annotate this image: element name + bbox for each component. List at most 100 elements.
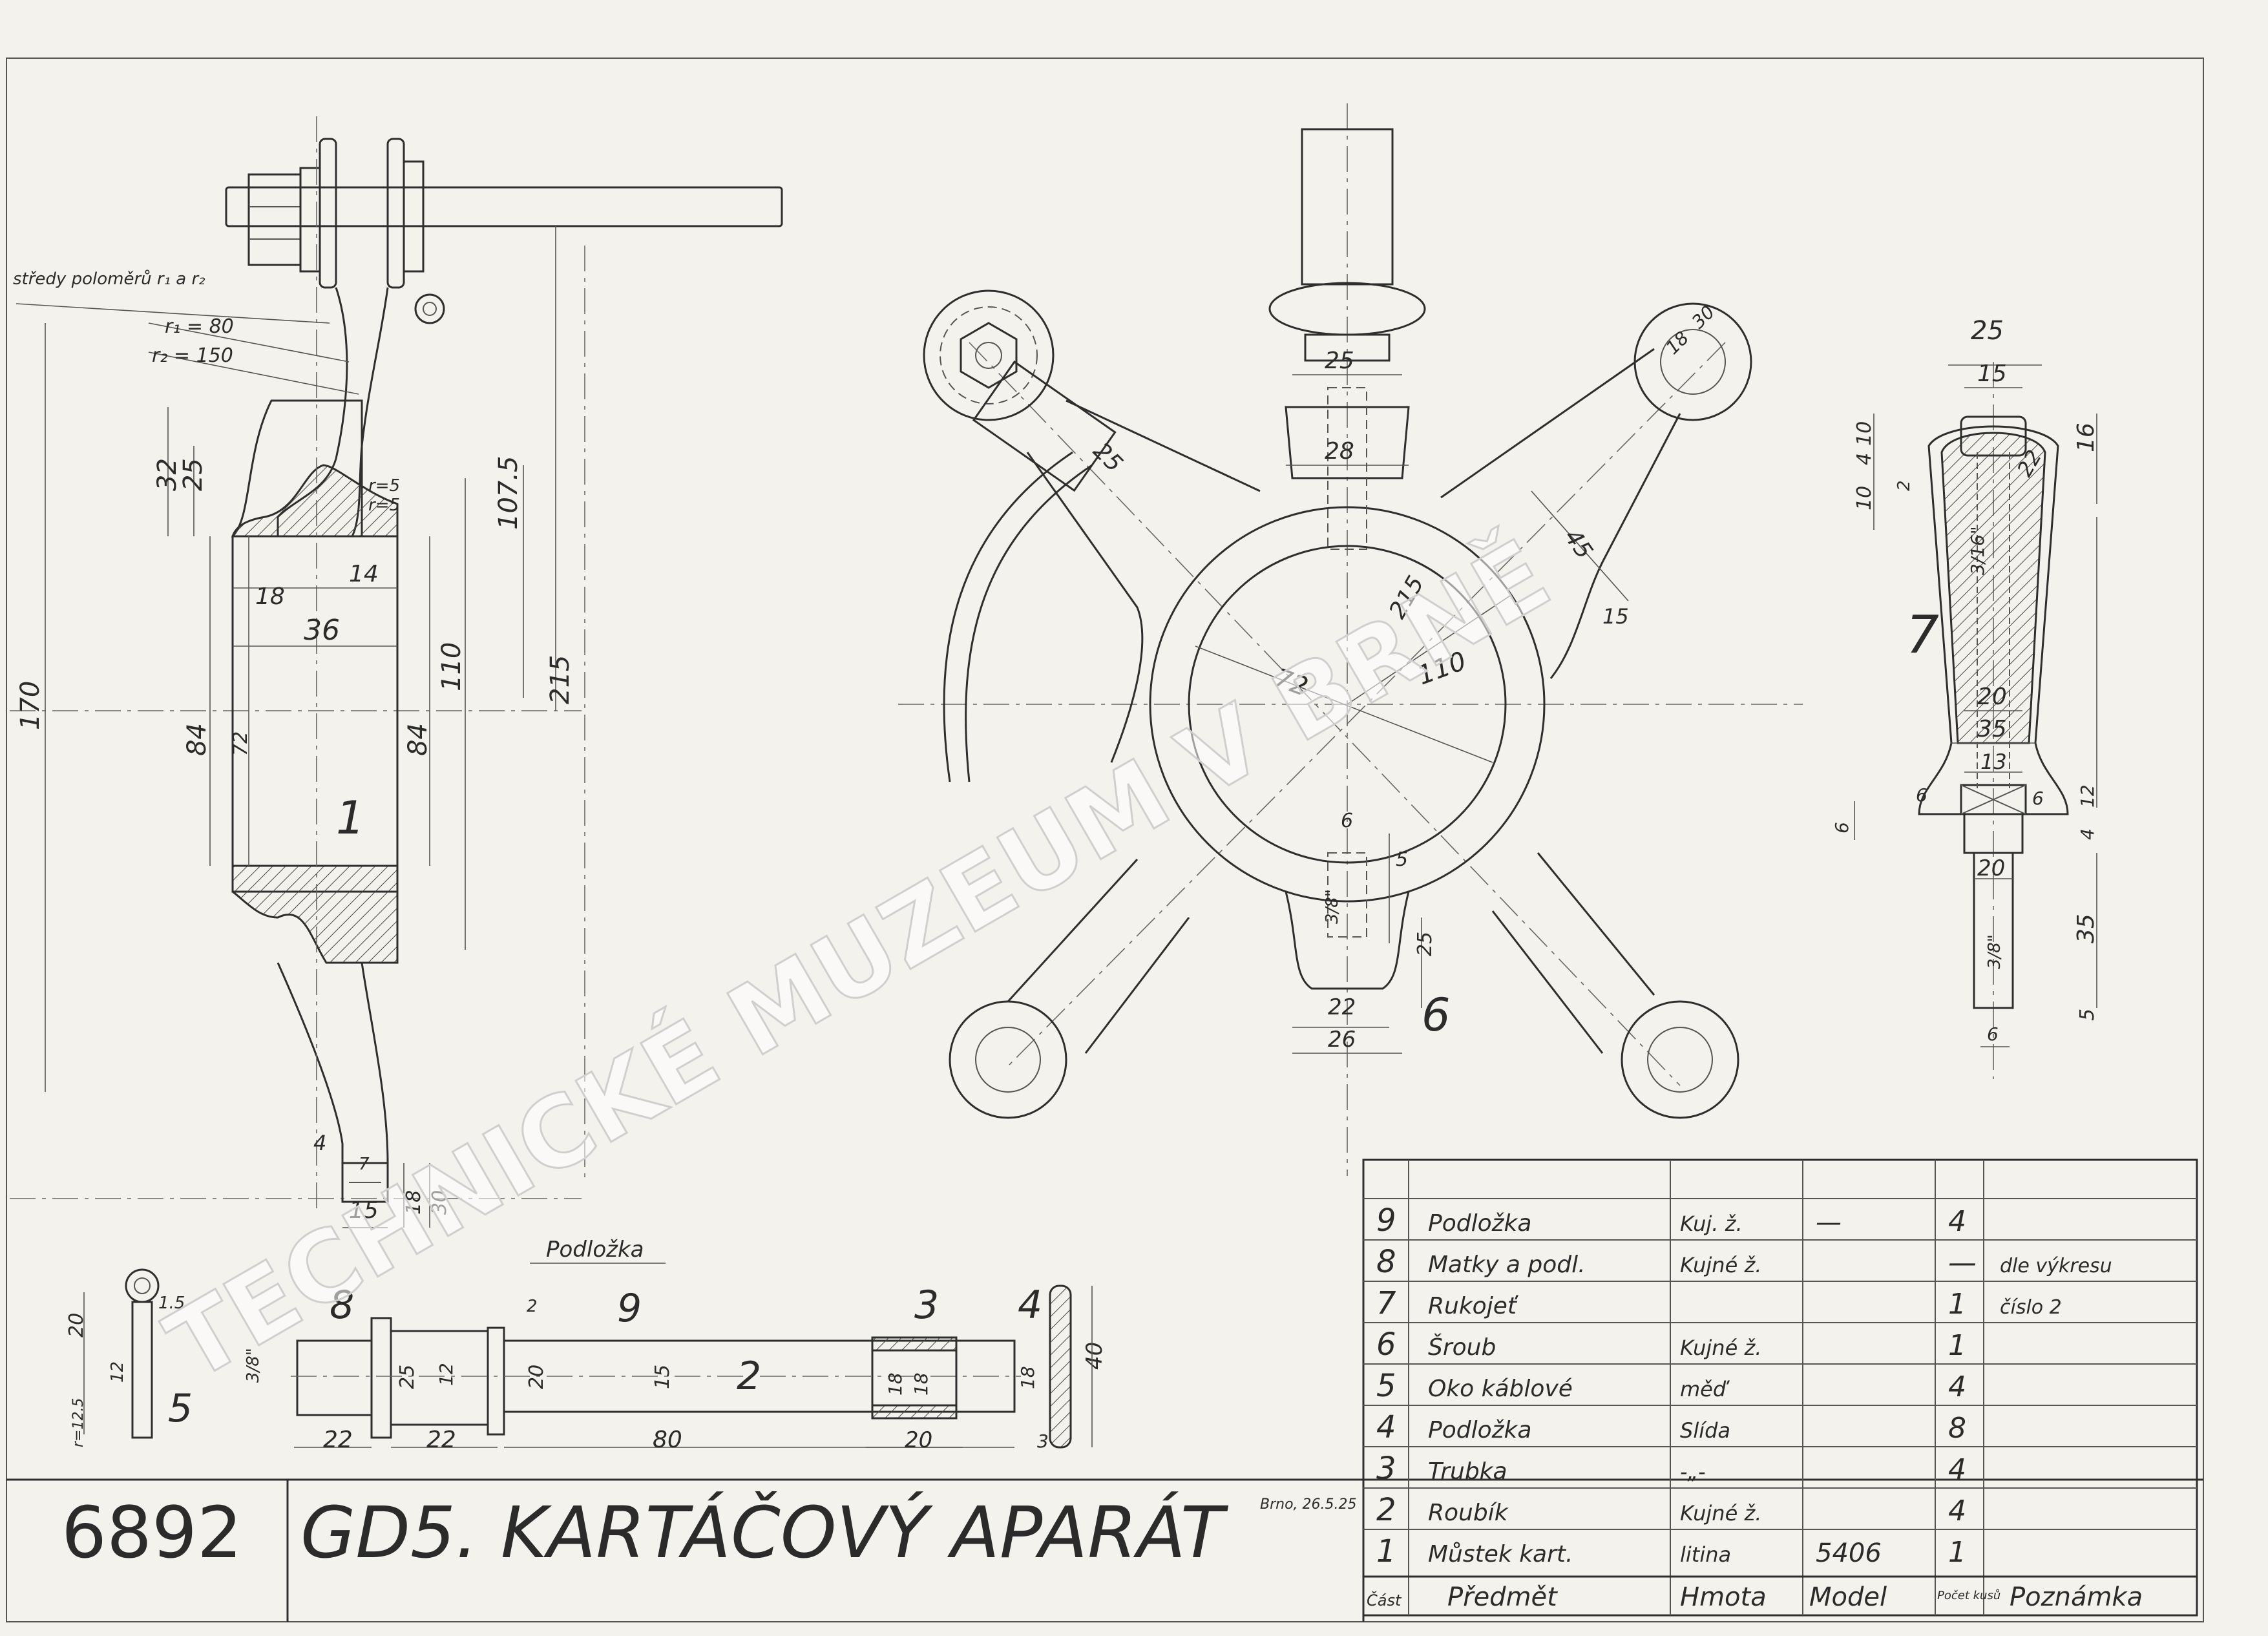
table-cell: 4 xyxy=(1948,1205,1966,1238)
dim-12b: 12 xyxy=(108,1361,127,1383)
table-cell: 1 xyxy=(1376,1533,1396,1569)
table-cell: 9 xyxy=(1376,1202,1396,1239)
dim-28: 28 xyxy=(1325,438,1354,465)
table-cell: Šroub xyxy=(1428,1334,1496,1361)
table-cell: 4 xyxy=(1948,1453,1966,1486)
signature: Brno, 26.5.25 xyxy=(1260,1496,1357,1513)
drawing-title: GD5. KARTÁČOVÝ APARÁT xyxy=(300,1491,1229,1574)
label-podlozka: Podložka xyxy=(546,1237,644,1263)
dim-15b: 15 xyxy=(1977,361,2007,387)
dim-5b: 5 xyxy=(2076,1009,2099,1021)
table-cell: Kuj. ž. xyxy=(1680,1211,1743,1236)
header-poznamka: Poznámka xyxy=(2010,1582,2143,1612)
table-cell: dle výkresu xyxy=(2000,1255,2112,1277)
note-r1: r₁ = 80 xyxy=(165,315,234,338)
dim-38b: 3/8" xyxy=(1985,934,2004,969)
dim-22c: 22 xyxy=(323,1427,353,1453)
dim-80: 80 xyxy=(653,1427,682,1453)
part-number-1: 1 xyxy=(336,792,365,844)
dim-18e: 18 xyxy=(1017,1366,1038,1389)
note-r2: r₂ = 150 xyxy=(152,344,233,367)
table-cell: 5 xyxy=(1376,1368,1396,1404)
dim-12: 12 xyxy=(2077,784,2098,808)
dim-4b: 4 xyxy=(2077,828,2098,840)
part-number-4: 4 xyxy=(1018,1283,1042,1328)
dim-10b: 10 xyxy=(1853,486,1876,510)
note-r5a: r=5 xyxy=(368,476,400,496)
side-view-bracket: středy poloměrů r₁ a r₂ r₁ = 80 r₂ = 150… xyxy=(10,116,783,1228)
dim-6d-bottom: 6 xyxy=(1987,1023,1999,1045)
table-cell: 2 xyxy=(1376,1492,1396,1528)
dim-18d: 18 xyxy=(885,1372,906,1396)
dim-110a: 110 xyxy=(437,642,467,691)
dim-38a: 3/8" xyxy=(1323,889,1342,924)
dim-10a: 10 xyxy=(1853,421,1876,446)
dim-107: 107.5 xyxy=(494,456,523,530)
table-cell: Roubík xyxy=(1428,1500,1509,1526)
dim-30a: 30 xyxy=(428,1190,451,1215)
dim-7: 7 xyxy=(359,1155,370,1174)
dim-32: 32 xyxy=(152,458,182,491)
dim-20c: 20 xyxy=(65,1313,88,1337)
table-cell: 3 xyxy=(1376,1451,1396,1487)
table-cell: Kujné ž. xyxy=(1680,1253,1761,1277)
table-cell: měď xyxy=(1680,1377,1730,1401)
part-number-8: 8 xyxy=(330,1283,354,1328)
dim-84a: 84 xyxy=(182,723,212,756)
table-cell: Trubka xyxy=(1428,1458,1507,1485)
header-cast: Část xyxy=(1367,1590,1402,1610)
dim-25d: 25 xyxy=(1414,932,1436,956)
table-cell: Oko káblové xyxy=(1428,1376,1573,1402)
table-cell: 8 xyxy=(1376,1244,1396,1280)
dim-18e-tube: 18 xyxy=(910,1372,932,1396)
note-centers: středy poloměrů r₁ a r₂ xyxy=(13,269,205,289)
dim-18b: 18 xyxy=(403,1190,425,1215)
dim-6c: 6 xyxy=(2032,788,2044,809)
dim-25f: 25 xyxy=(396,1365,419,1389)
dim-15deg: 15 xyxy=(1602,604,1629,629)
dim-72: 72 xyxy=(229,731,252,756)
dim-3: 3 xyxy=(1037,1431,1049,1452)
table-cell: 1 xyxy=(1948,1536,1966,1569)
title-block: 6892 GD5. KARTÁČOVÝ APARÁT Brno, 26.5.25 xyxy=(61,1491,1357,1574)
table-cell: Slída xyxy=(1680,1418,1730,1443)
dim-16: 16 xyxy=(2073,423,2099,452)
dim-35a: 35 xyxy=(1977,716,2007,742)
note-r12: r=12.5 xyxy=(70,1398,87,1447)
table-cell: 1 xyxy=(1948,1288,1966,1321)
dim-18a: 18 xyxy=(255,583,285,610)
part-number-9: 9 xyxy=(617,1286,642,1331)
table-cell: 7 xyxy=(1376,1285,1396,1321)
dim-6a: 6 xyxy=(1341,810,1353,832)
table-cell: Rukojeť xyxy=(1428,1293,1519,1319)
dim-6d: 6 xyxy=(1831,822,1853,834)
note-r5b: r=5 xyxy=(368,496,400,515)
dim-170: 170 xyxy=(16,681,45,730)
dim-22a: 22 xyxy=(1328,994,1356,1020)
table-cell: 1 xyxy=(1948,1329,1966,1362)
table-cell: Kujné ž. xyxy=(1680,1336,1761,1360)
dim-4a: 4 xyxy=(1853,453,1876,465)
dim-40: 40 xyxy=(1082,1342,1108,1370)
dim-20a: 20 xyxy=(1977,684,2007,710)
table-cell: 8 xyxy=(1948,1412,1966,1445)
dim-20e: 20 xyxy=(905,1427,932,1453)
dim-6b: 6 xyxy=(1916,784,1927,806)
header-model: Model xyxy=(1809,1582,1887,1612)
part-number-3: 3 xyxy=(914,1283,939,1328)
dim-316: 3/16" xyxy=(1967,526,1988,575)
table-cell: 4 xyxy=(1948,1494,1966,1527)
dim-35b: 35 xyxy=(2073,914,2099,943)
table-cell: Matky a podl. xyxy=(1428,1252,1586,1278)
dim-12c: 12 xyxy=(436,1363,457,1386)
header-predmet: Předmět xyxy=(1447,1582,1558,1612)
table-cell: litina xyxy=(1680,1542,1731,1567)
dim-25a: 25 xyxy=(178,458,208,491)
dim-5a: 5 xyxy=(1396,848,1408,871)
dim-20b: 20 xyxy=(1977,855,2005,881)
table-cell: 6 xyxy=(1376,1327,1396,1363)
dim-20d: 20 xyxy=(525,1365,548,1389)
